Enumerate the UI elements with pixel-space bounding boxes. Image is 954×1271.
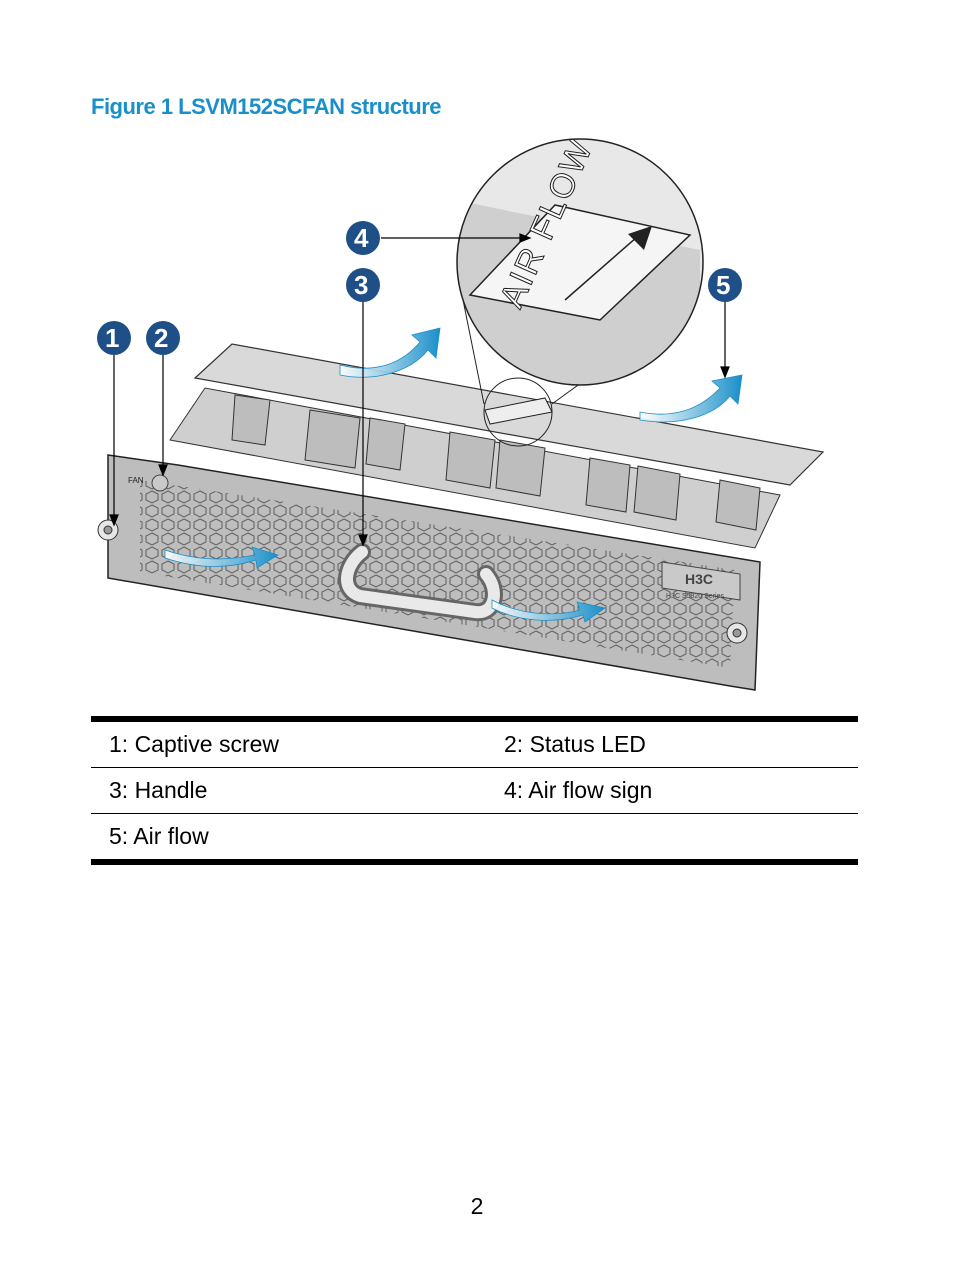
svg-text:3: 3	[354, 270, 368, 300]
zoom-detail: AIR FLOW	[457, 139, 703, 385]
callout-5: 5	[708, 268, 742, 302]
legend-row: 3: Handle 4: Air flow sign	[91, 767, 858, 813]
legend-item: 2: Status LED	[504, 731, 646, 757]
series-label: H3C S5820 Series	[666, 593, 724, 600]
svg-text:5: 5	[716, 270, 730, 300]
legend-item: 3: Handle	[109, 777, 208, 803]
status-led	[151, 474, 169, 492]
callout-4: 4	[346, 221, 380, 255]
svg-text:2: 2	[154, 323, 168, 353]
fan-slots	[231, 394, 761, 531]
legend-row: 1: Captive screw 2: Status LED	[91, 722, 858, 767]
svg-text:1: 1	[105, 323, 119, 353]
legend-row: 5: Air flow	[91, 813, 858, 859]
captive-screw-left	[97, 519, 119, 541]
callout-leaders	[109, 233, 730, 547]
legend-item: 5: Air flow	[109, 823, 209, 849]
brand-label-plate	[661, 561, 741, 601]
figure-caption: Figure 1 LSVM152SCFAN structure	[91, 94, 442, 119]
legend-item: 1: Captive screw	[109, 731, 280, 757]
legend-table: 1: Captive screw 2: Status LED 3: Handle…	[91, 716, 858, 865]
captive-screw-right	[726, 622, 748, 644]
brand-logo: H3C	[685, 571, 713, 587]
fan-label: FAN	[128, 476, 144, 485]
callout-1: 1	[97, 321, 131, 355]
airflow-arrows	[164, 327, 743, 623]
callout-2: 2	[146, 321, 180, 355]
callout-3: 3	[346, 268, 380, 302]
svg-text:4: 4	[354, 223, 369, 253]
fan-module-illustration: H3C H3C S5820 Series FAN AIR FLOW	[97, 138, 825, 691]
legend-item: 4: Air flow sign	[504, 777, 653, 803]
page-number: 2	[470, 1193, 484, 1219]
